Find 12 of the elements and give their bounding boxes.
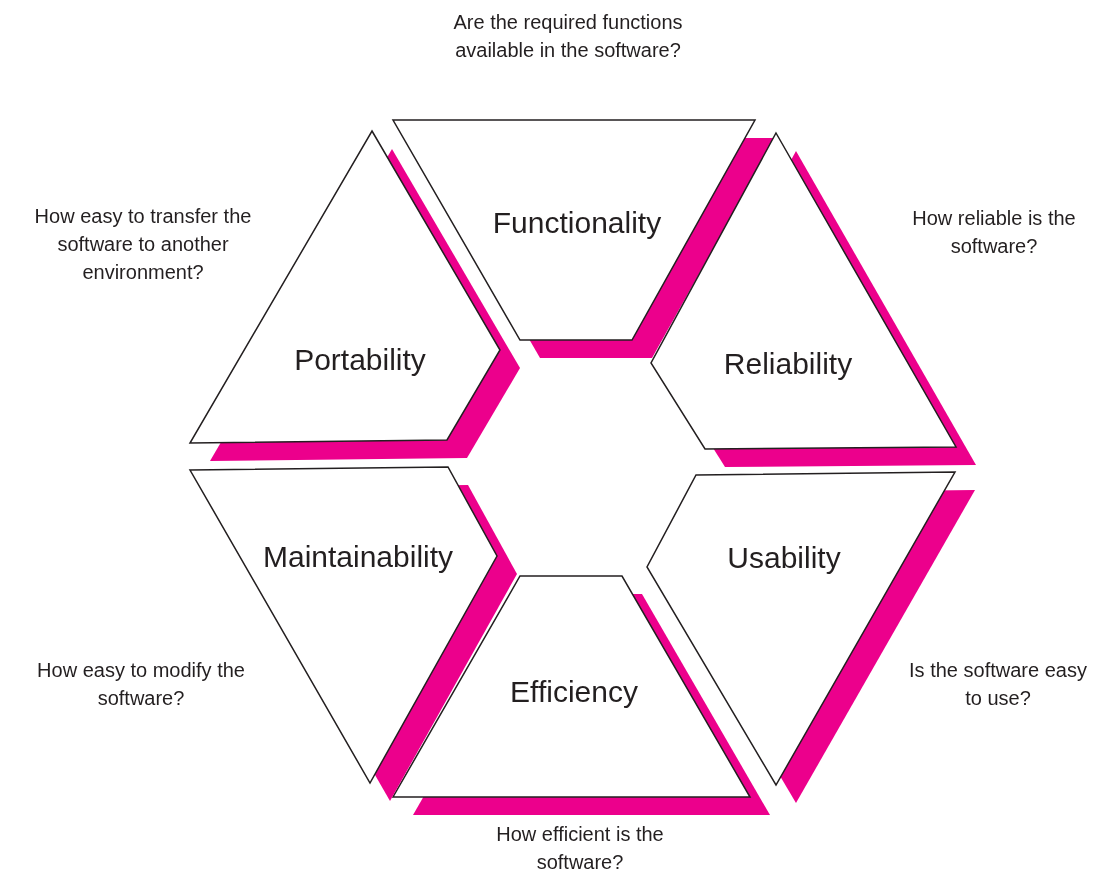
segment-title: Reliability [723,347,853,381]
segment-title: Functionality [492,206,662,240]
segment-title: Maintainability [262,540,454,574]
segment-title: Usability [727,541,841,575]
question-text: How reliable is the software? [911,206,1077,259]
segment-title: Portability [294,343,426,377]
question-text: How easy to modify the software? [36,658,246,711]
question-text: How efficient is the software? [495,822,665,875]
question-text: Is the software easy to use? [908,658,1088,711]
question-text: How easy to transfer the software to another environment? [33,204,253,285]
segment-title: Efficiency [510,675,638,709]
question-text: Are the required functions available in the software? [452,10,684,63]
